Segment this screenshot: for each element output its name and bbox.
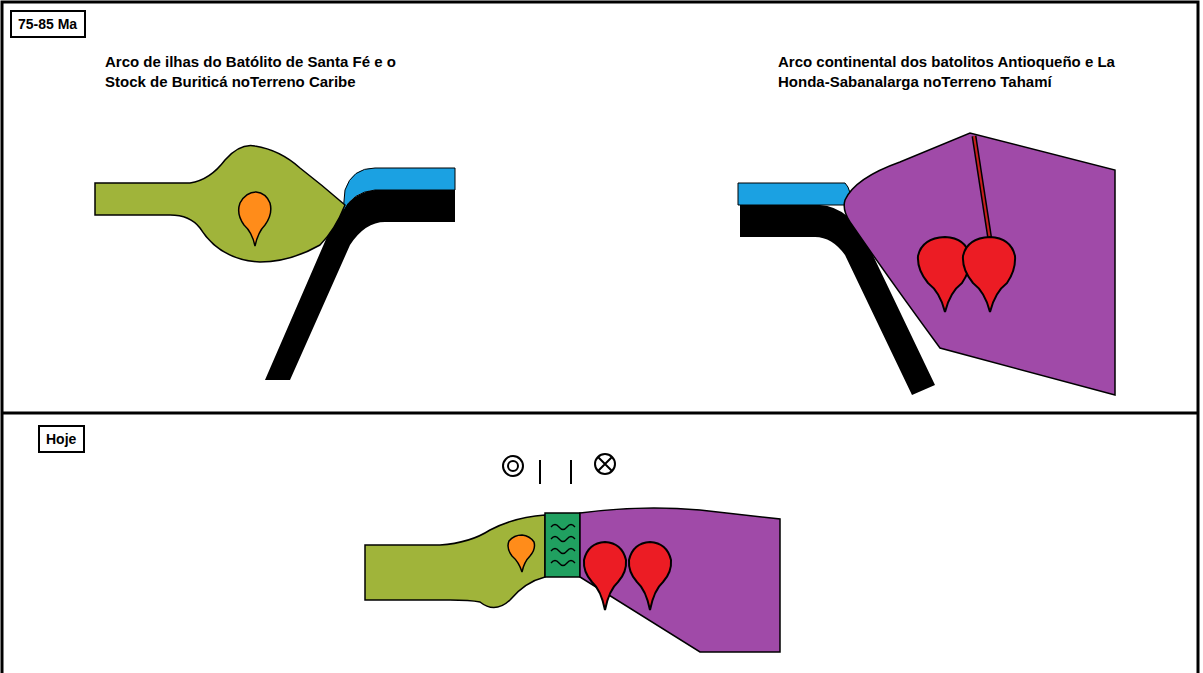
continental-crust: [580, 508, 780, 652]
terrane-caption: Arco de ilhas do Batólito de Santa Fé e …: [105, 52, 405, 92]
terrane-caption: Arco continental dos batolitos Antioqueñ…: [778, 52, 1118, 92]
pluton-orange: [508, 535, 535, 572]
period-box: 75-85 Ma: [10, 10, 86, 38]
period-box: Hoje: [38, 425, 85, 453]
fault-trace: [539, 460, 541, 484]
ocean-water: [738, 183, 850, 205]
shear-zone: [545, 513, 580, 577]
out-of-page-symbol: [503, 456, 523, 476]
pluton-orange: [239, 192, 271, 246]
pluton-red: [584, 542, 626, 610]
period-label: Hoje: [46, 430, 77, 448]
island-arc-crust: [95, 146, 345, 262]
out-of-page-symbol: [508, 461, 518, 471]
fault-trace: [570, 460, 572, 484]
dike: [974, 136, 990, 240]
panel-divider: [2, 412, 1198, 415]
pluton-red: [918, 237, 970, 312]
dike: [974, 136, 990, 240]
into-page-symbol: [598, 457, 612, 471]
ocean-water: [343, 168, 455, 212]
island-arc-crust: [365, 515, 545, 608]
into-page-symbol: [595, 454, 615, 474]
pluton-red: [629, 542, 671, 610]
pluton-red: [963, 237, 1015, 312]
continental-crust: [844, 133, 1115, 395]
period-label: 75-85 Ma: [18, 15, 78, 33]
foliation: [551, 525, 575, 566]
